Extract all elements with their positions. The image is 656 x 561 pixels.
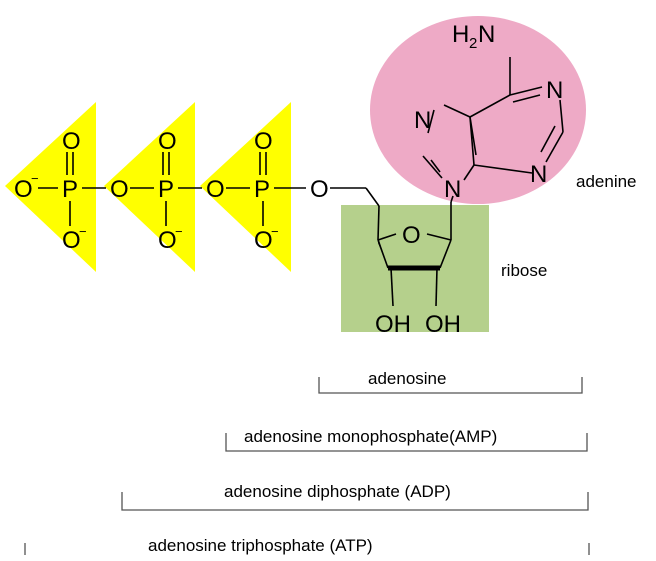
atom-o-ring: O	[402, 222, 421, 249]
bracket-adp-label: adenosine diphosphate (ADP)	[224, 482, 451, 501]
phosphate-triangle-2	[104, 102, 195, 272]
phosphate-triangle-3	[200, 102, 291, 272]
phosphate-triangle-1	[5, 102, 96, 272]
amine-sub: 2	[469, 35, 477, 52]
phosphate-atoms: O − P O P O P O O O O O − O − O −	[14, 128, 329, 254]
charge-o-bottom-3: −	[271, 224, 279, 239]
bracket-adp: adenosine diphosphate (ADP)	[121, 482, 589, 511]
atom-n1: N	[546, 77, 563, 104]
atom-n9: N	[444, 176, 461, 203]
bracket-amp-label: adenosine monophosphate(AMP)	[244, 427, 497, 446]
adenine-rings: N N N N H 2 N	[414, 21, 564, 203]
atom-o-bridge-2: O	[206, 176, 225, 203]
bracket-adenosine-label: adenosine	[368, 369, 446, 388]
amine-h: H	[452, 21, 469, 48]
atom-oh-1: OH	[375, 311, 411, 338]
phosphate-chain-bonds	[38, 152, 366, 226]
atom-o-top-1: O	[62, 128, 81, 155]
atom-o-top-2: O	[158, 128, 177, 155]
charge-o-bottom-2: −	[175, 224, 183, 239]
atom-n7: N	[414, 107, 431, 134]
bracket-atp-label: adenosine triphosphate (ATP)	[148, 536, 373, 555]
atom-o-bridge-1: O	[110, 176, 129, 203]
atom-oh-2: OH	[425, 311, 461, 338]
atom-p-beta: P	[158, 176, 174, 203]
charge-o-terminal: −	[31, 171, 39, 186]
atom-p-alpha: P	[62, 176, 78, 203]
atom-o-terminal: O	[14, 176, 33, 203]
atom-p-gamma: P	[254, 176, 270, 203]
atom-o-top-3: O	[254, 128, 273, 155]
bracket-adenosine: adenosine	[318, 369, 583, 394]
atom-o-bottom-2: O	[158, 227, 177, 254]
charge-o-bottom-1: −	[79, 224, 87, 239]
atom-o-bottom-3: O	[254, 227, 273, 254]
ribose-label: ribose	[501, 261, 547, 280]
amine-n: N	[478, 21, 495, 48]
ribose-ring: O OH OH	[365, 187, 461, 338]
adenine-label: adenine	[576, 172, 637, 191]
atom-o-bottom-1: O	[62, 227, 81, 254]
bracket-atp: adenosine triphosphate (ATP)	[24, 536, 590, 555]
bracket-amp: adenosine monophosphate(AMP)	[225, 427, 588, 452]
atom-n3: N	[530, 161, 547, 188]
atom-o-bridge-3: O	[310, 176, 329, 203]
